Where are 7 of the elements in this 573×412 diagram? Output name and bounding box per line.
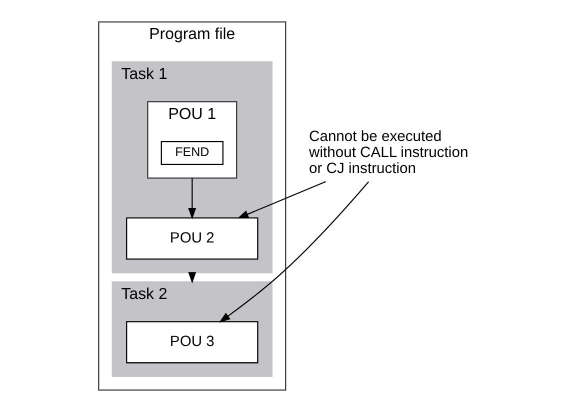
- node-text: Cannot be executed without CALL instruction or CJ instruction: [309, 128, 468, 177]
- node-box: POU 2: [126, 217, 258, 260]
- arrow: [188, 178, 196, 220]
- node-box: FEND: [160, 141, 224, 165]
- arrow: [218, 181, 370, 323]
- arrow: [237, 181, 326, 219]
- node-box: POU 3: [126, 321, 258, 364]
